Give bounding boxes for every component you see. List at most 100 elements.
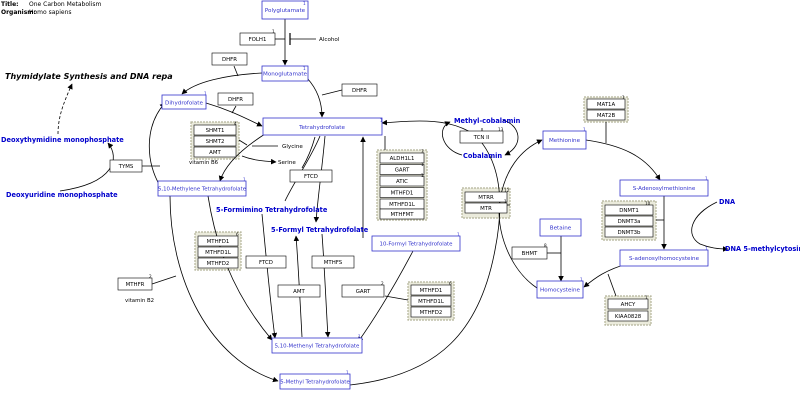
gene-mthfs[interactable]: MTHFS: [311, 255, 355, 269]
gene-mthfd2-b-label: MTHFD2: [207, 261, 230, 267]
gene-mthfd1l-a[interactable]: MTHFD1L: [379, 198, 425, 210]
metabolite-betaine[interactable]: Betaine: [539, 218, 582, 237]
gene-tyms[interactable]: TYMS: [109, 159, 143, 173]
gene-mat1a[interactable]: MAT1A: [586, 98, 626, 110]
gene-ahcy[interactable]: AHCY: [607, 298, 649, 310]
edges: [57, 19, 729, 386]
metabolite-sam-label: S-Adenosylmethionine: [633, 186, 696, 192]
label-dtmp: Deoxythymidine monophosphate: [1, 136, 124, 144]
badge-methylene: 1: [243, 177, 246, 182]
metabolite-monoglutamate[interactable]: Monoglutamate: [261, 65, 309, 82]
badge-ahcy: 1: [645, 295, 648, 300]
label-dna: DNA: [719, 198, 736, 206]
gene-mthfd1l-c[interactable]: MTHFD1L: [410, 295, 452, 307]
gene-ftcd-top[interactable]: FTCD: [289, 169, 333, 183]
gene-atic-label: ATIC: [396, 179, 408, 185]
metabolite-formyl10-thf-label: 10-Formyl Tetrahydrofolate: [380, 242, 454, 248]
metabolite-polyglutamate[interactable]: Polyglutamate: [261, 0, 309, 20]
badge-dnmt: 10: [645, 201, 651, 206]
title-label: Title:: [1, 1, 19, 8]
gene-mthfd1-b[interactable]: MTHFD1: [197, 235, 239, 247]
gene-mthfmt[interactable]: MTHFMT: [379, 208, 425, 220]
gene-mtrr[interactable]: MTRR: [464, 191, 508, 203]
gene-mthfd1l-a-label: MTHFD1L: [389, 202, 415, 208]
badge-sam: 1: [705, 176, 708, 181]
gene-dnmt1[interactable]: DNMT1: [604, 204, 654, 216]
gene-folh1[interactable]: FOLH1: [239, 32, 276, 46]
metabolite-sah[interactable]: S-adenosylhomocysteine: [619, 249, 709, 267]
badge-sah: 1: [705, 246, 708, 251]
gene-mat1a-label: MAT1A: [597, 102, 616, 108]
gene-aldh1l1[interactable]: ALDH1L1: [379, 152, 425, 164]
gene-bhmt-label: BHMT: [522, 251, 538, 257]
metabolite-homocysteine-label: Homocysteine: [540, 288, 581, 294]
gene-mthfr-label: MTHFR: [126, 282, 145, 288]
metabolite-formyl10-thf[interactable]: 10-Formyl Tetrahydrofolate: [371, 235, 461, 252]
gene-dnmt3a[interactable]: DNMT3a: [604, 215, 654, 227]
title-row: Title:One Carbon Metabolism: [1, 1, 101, 8]
edge-sah-hcy: [583, 262, 631, 288]
edge-shmt: [238, 139, 248, 146]
edge-dump-dtmp: [59, 142, 114, 192]
gene-mthfd1-c[interactable]: MTHFD1: [410, 284, 452, 296]
badge-bhmt: 8: [544, 243, 547, 248]
metabolites: Polyglutamate Monoglutamate Dihydrofolat…: [157, 0, 709, 390]
genes: FOLH1 DHFR DHFR DHFR TYMS SHMT1 SHMT2 AM…: [109, 32, 654, 322]
gene-ftcd-bot[interactable]: FTCD: [245, 255, 287, 269]
gene-dhfr-top[interactable]: DHFR: [211, 52, 248, 66]
badge-mthfr: 2: [149, 274, 152, 279]
edge-serine: [241, 155, 277, 165]
gene-tyms-label: TYMS: [118, 164, 134, 170]
gene-atic[interactable]: ATIC: [379, 175, 425, 187]
gene-dnmt3b-label: DNMT3b: [618, 230, 642, 236]
gene-bhmt[interactable]: BHMT: [511, 246, 548, 260]
gene-mtr[interactable]: MTR: [464, 202, 508, 214]
badge-mthfd-right: 6: [449, 281, 452, 286]
gene-mat2b[interactable]: MAT2B: [586, 109, 626, 121]
gene-amt-group[interactable]: AMT: [193, 146, 237, 158]
gene-mthfd1-a[interactable]: MTHFD1: [379, 187, 425, 198]
metabolite-homocysteine[interactable]: Homocysteine: [536, 280, 584, 299]
label-methylcobalamin: Methyl-cobalamin: [454, 117, 521, 125]
metabolite-methenyl-thf[interactable]: 5,10-Methenyl Tetrahydrofolate: [271, 337, 363, 354]
metabolite-dihydrofolate[interactable]: Dihydrofolate: [161, 94, 207, 110]
edge-methylcob-cobalamin: [502, 119, 519, 156]
badge-dhf: 1: [204, 91, 207, 96]
edge-methylene-dhf: [148, 102, 166, 187]
badges: 1 1 1 1 1 4 1 3 1 1 6 2 1 2 6 1 1 13 1 1…: [149, 1, 708, 375]
gene-aldh1l1-label: ALDH1L1: [390, 156, 415, 162]
label-alcohol: Alcohol: [319, 37, 340, 43]
gene-mthfd2-c[interactable]: MTHFD2: [410, 306, 452, 318]
gene-tcn2[interactable]: TCN II: [459, 130, 504, 144]
metabolite-methionine[interactable]: Methionine: [542, 130, 587, 150]
gene-shmt1[interactable]: SHMT1: [193, 124, 237, 136]
metabolite-tetrahydrofolate[interactable]: Tetrahydrofolate: [262, 117, 383, 136]
gene-kiaa0828[interactable]: KIAA0828: [607, 310, 649, 322]
edge-methylene-methyl: [169, 195, 279, 383]
gene-shmt2-label: SHMT2: [206, 139, 225, 145]
metabolite-methylene-thf[interactable]: 5,10-Methylene Tetrahydrofolate: [157, 180, 247, 197]
gene-gart-group[interactable]: GART: [379, 164, 425, 175]
gene-amt[interactable]: AMT: [277, 284, 321, 298]
gene-mthfd2-b[interactable]: MTHFD2: [197, 257, 239, 269]
metabolite-methyl-thf[interactable]: 5-Methyl Tetrahydrofolate: [279, 373, 350, 390]
badge-mat: 1: [622, 95, 625, 100]
gene-dhfr-right[interactable]: DHFR: [341, 83, 378, 97]
gene-shmt2[interactable]: SHMT2: [193, 135, 237, 147]
gene-dhfr-mid[interactable]: DHFR: [217, 92, 254, 106]
edge-formyl10-methenyl: [357, 250, 414, 343]
metabolite-sam[interactable]: S-Adenosylmethionine: [619, 179, 709, 197]
gene-mthfs-label: MTHFS: [324, 260, 343, 266]
edge-amt: [293, 235, 303, 338]
gene-mat2b-label: MAT2B: [597, 113, 616, 119]
label-formimino: 5-Formimino Tetrahydrofolate: [216, 206, 328, 214]
gene-mthfd1l-b[interactable]: MTHFD1L: [197, 246, 239, 258]
gene-mthfr[interactable]: MTHFR: [117, 277, 153, 291]
edge-mono-dhf: [181, 72, 263, 95]
gene-dnmt3b[interactable]: DNMT3b: [604, 226, 654, 238]
gene-gart[interactable]: GART: [341, 284, 385, 298]
gene-mtrr-label: MTRR: [478, 195, 494, 201]
badge-atic: 1: [421, 173, 424, 178]
badge-mono: 1: [303, 66, 306, 71]
